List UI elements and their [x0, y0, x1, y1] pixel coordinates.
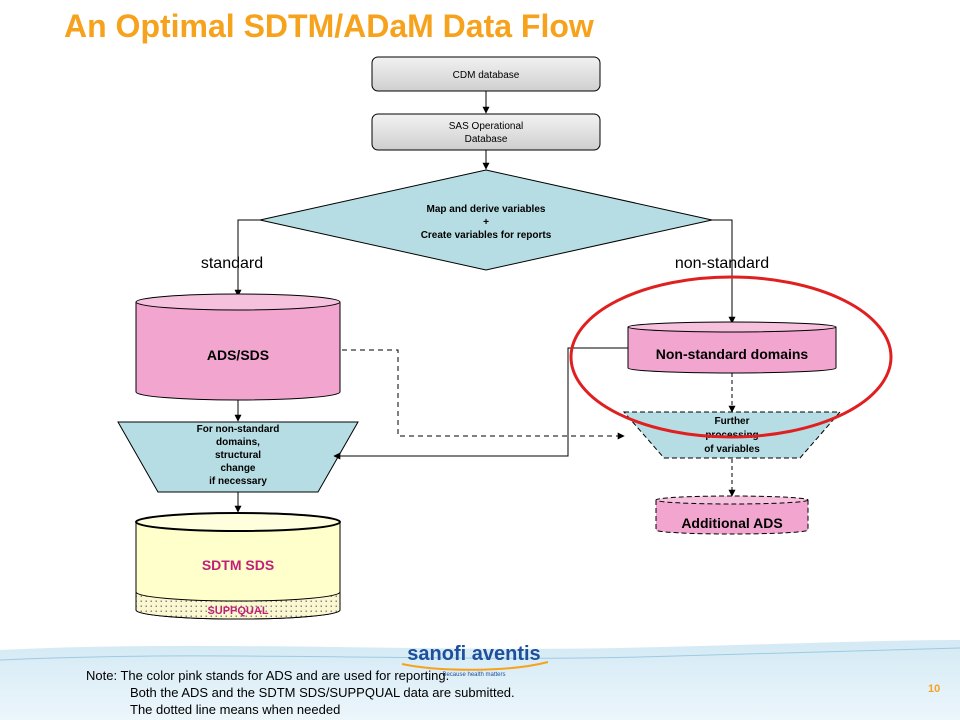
- ads-sds-label: ADS/SDS: [207, 347, 269, 363]
- structural-change-label-1: For non-standard: [197, 424, 280, 435]
- page-number: 10: [928, 683, 941, 695]
- non-standard-domains-label: Non-standard domains: [656, 346, 809, 362]
- footer-wave-line: [0, 647, 960, 661]
- non-standard-domains-cylinder: [627, 321, 837, 374]
- additional-ads-label: Additional ADS: [681, 515, 782, 531]
- map-derive-diamond: [259, 169, 713, 271]
- note-line-3: The dotted line means when needed: [130, 702, 341, 717]
- logo-tagline: Because health matters: [442, 672, 505, 678]
- map-derive-label-3: Create variables for reports: [421, 230, 552, 241]
- arrow-to-non-standard: [712, 219, 736, 324]
- further-processing-label-1: Further: [715, 416, 750, 427]
- structural-change-label-3: structural: [215, 450, 261, 461]
- slide-title: An Optimal SDTM/ADaM Data Flow: [64, 8, 594, 44]
- cdm-database-label: CDM database: [453, 70, 520, 81]
- suppqual-band: [135, 591, 341, 620]
- structural-change-label-5: if necessary: [209, 476, 267, 487]
- sas-operational-db-label-1: SAS Operational: [449, 121, 524, 132]
- note-line-2: Both the ADS and the SDTM SDS/SUPPQUAL d…: [130, 685, 515, 700]
- suppqual-label: SUPPQUAL: [207, 605, 268, 617]
- structural-change-trapezoid: [117, 421, 359, 493]
- branch-label-non-standard: non-standard: [675, 255, 769, 272]
- sdtm-sds-label: SDTM SDS: [202, 557, 274, 573]
- logo-text: sanofi aventis: [407, 643, 540, 665]
- ads-sds-cylinder: [135, 293, 341, 401]
- logo-swoosh: [401, 661, 549, 671]
- branch-label-standard: standard: [201, 255, 263, 272]
- note-text: Note: The color pink stands for ADS and …: [86, 667, 515, 718]
- structural-change-label-4: change: [220, 463, 255, 474]
- sanofi-aventis-logo: sanofi aventis Because health matters: [401, 643, 549, 678]
- sdtm-sds-cylinder: [135, 512, 341, 620]
- map-derive-label-2: +: [483, 217, 489, 228]
- sas-operational-db-label-2: Database: [465, 134, 508, 145]
- dashed-ads-to-further: [342, 349, 625, 440]
- footer-wave: [0, 640, 960, 720]
- further-processing-trapezoid: [622, 411, 842, 459]
- arrow-non-standard-to-structural: [333, 347, 628, 460]
- highlight-ellipse: [569, 275, 893, 439]
- additional-ads-cylinder: [655, 495, 809, 535]
- structural-change-label-2: domains,: [216, 437, 260, 448]
- note-line-1: Note: The color pink stands for ADS and …: [86, 668, 450, 683]
- arrow-to-ads-sds: [234, 219, 260, 297]
- further-processing-label-3: of variables: [704, 444, 760, 455]
- map-derive-label-1: Map and derive variables: [427, 204, 546, 215]
